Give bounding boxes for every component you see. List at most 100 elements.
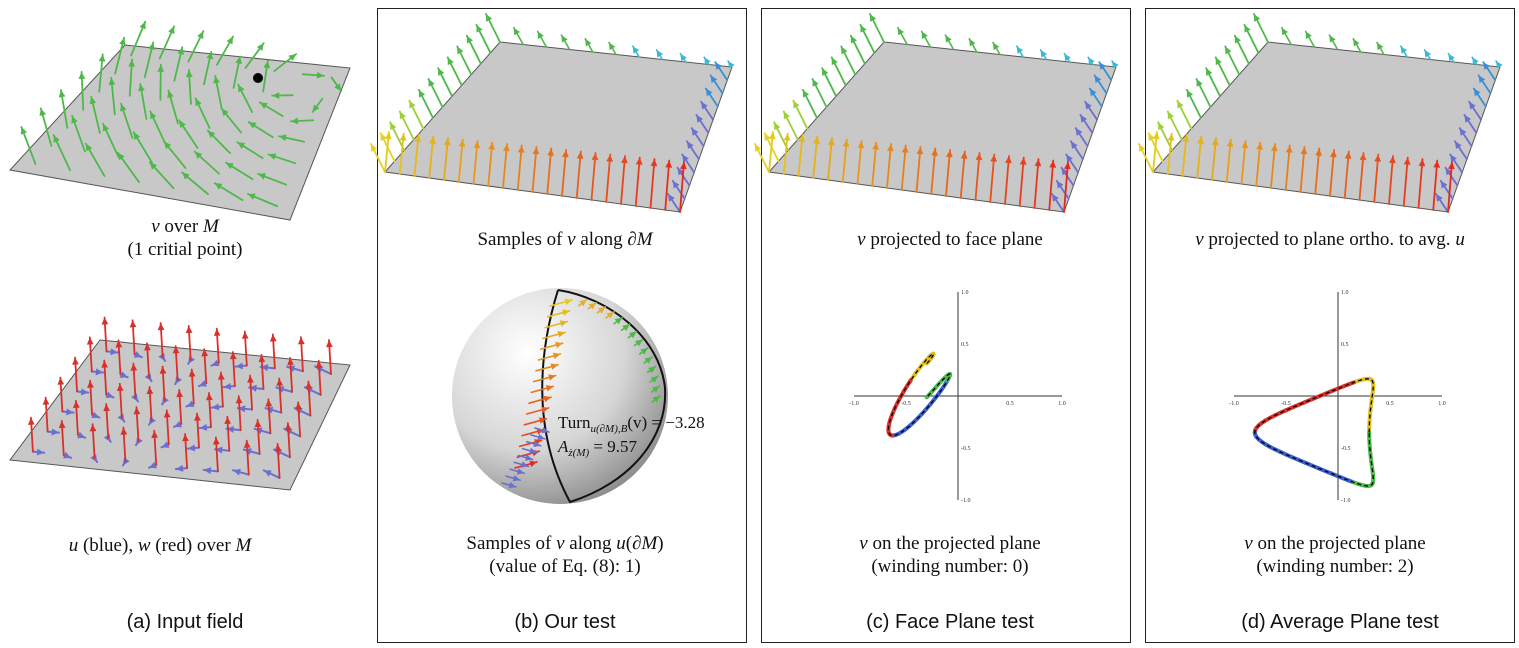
- vector-arrow: [174, 465, 189, 472]
- vector-arrow: [370, 143, 386, 173]
- vector-arrow: [244, 42, 265, 69]
- vector-arrow: [915, 146, 924, 193]
- vector-arrow: [827, 137, 835, 181]
- vector-arrow: [830, 56, 847, 87]
- vector-arrow: [210, 359, 220, 367]
- vector-arrow: [869, 13, 885, 43]
- caption-projected-plane-d: v on the projected plane (winding number…: [1244, 533, 1426, 577]
- vector-arrow: [1018, 156, 1027, 207]
- vector-arrow: [1181, 134, 1190, 177]
- vector-arrow: [149, 110, 166, 144]
- vector-arrow: [1033, 158, 1042, 209]
- vector-arrow: [1281, 26, 1292, 46]
- vector-arrow: [115, 339, 123, 376]
- vector-arrow: [237, 83, 254, 113]
- vector-arrow: [31, 448, 46, 456]
- vector-arrow: [276, 377, 284, 414]
- vector-arrow: [671, 179, 686, 200]
- vector-arrow: [531, 146, 540, 193]
- vector-arrow: [532, 374, 557, 383]
- caption-projected-plane-c: v on the projected plane (winding number…: [859, 533, 1041, 577]
- vector-arrow: [101, 359, 109, 396]
- vector-arrow: [608, 41, 617, 56]
- vector-arrow: [213, 182, 244, 202]
- vector-arrow: [241, 330, 249, 367]
- vector-arrow: [782, 132, 791, 175]
- vector-arrow: [427, 78, 444, 108]
- vector-arrow: [472, 140, 481, 185]
- vector-arrow: [945, 149, 953, 197]
- face-plane-arrows-figure: [754, 13, 1119, 213]
- vector-arrow: [42, 396, 50, 433]
- vector-arrow: [1447, 161, 1455, 213]
- vector-arrow: [900, 144, 909, 191]
- vector-arrow: [1454, 140, 1468, 161]
- vector-arrow: [262, 469, 281, 479]
- vector-arrow: [1471, 56, 1479, 66]
- vector-arrow: [130, 362, 138, 399]
- vector-arrow: [119, 371, 129, 379]
- vector-arrow: [539, 341, 564, 350]
- vector-arrow: [301, 71, 325, 79]
- plane-m: [384, 41, 733, 213]
- vector-arrow: [202, 467, 219, 475]
- vector-arrow: [638, 347, 649, 355]
- vector-arrow: [871, 141, 879, 187]
- vector-arrow: [613, 316, 623, 325]
- vector-arrow: [172, 420, 183, 428]
- plane-m: [768, 41, 1117, 213]
- vector-arrow: [143, 41, 155, 79]
- vector-arrow: [1224, 45, 1241, 76]
- vector-arrow: [930, 147, 939, 195]
- vector-arrow: [840, 45, 857, 76]
- vector-arrow: [172, 345, 180, 382]
- panel-average-plane-test: [1145, 8, 1515, 643]
- vector-arrow: [596, 306, 607, 314]
- y-tick-label: -0.5: [1341, 446, 1351, 452]
- vector-arrow: [1205, 67, 1221, 98]
- vector-arrow: [465, 34, 482, 65]
- vector-arrow: [525, 440, 542, 448]
- vector-arrow: [1435, 193, 1449, 213]
- vector-arrow: [1051, 193, 1065, 213]
- projected-curve: [1254, 378, 1374, 487]
- vector-arrow: [1055, 179, 1070, 200]
- vector-arrow: [212, 436, 220, 473]
- vector-arrow: [1186, 88, 1202, 119]
- vector-arrow: [646, 365, 657, 374]
- vector-arrow: [620, 323, 631, 332]
- vector-arrow: [181, 171, 209, 196]
- vector-arrow: [133, 351, 143, 359]
- vector-arrow: [886, 143, 894, 189]
- vector-arrow: [1243, 23, 1260, 54]
- vector-arrow: [1087, 56, 1095, 66]
- vector-arrow: [57, 376, 65, 413]
- vector-arrow: [194, 412, 201, 449]
- vector-arrow: [1074, 127, 1089, 147]
- vector-arrow: [72, 399, 80, 436]
- vector-arrow: [185, 324, 193, 361]
- x-tick-label: -1.0: [1229, 401, 1239, 407]
- vector-arrow: [446, 56, 463, 87]
- vector-field-u-w-figure: [9, 316, 351, 491]
- vector-arrow: [686, 140, 700, 161]
- vector-arrow: [681, 153, 696, 174]
- vector-arrow: [52, 134, 71, 171]
- vector-arrow: [1314, 147, 1323, 195]
- vector-arrow: [210, 403, 224, 411]
- vector-arrow: [206, 129, 231, 155]
- y-tick-label: -1.0: [961, 498, 971, 504]
- vector-arrow: [187, 30, 205, 63]
- vector-arrow: [269, 333, 277, 370]
- vector-arrow: [384, 131, 392, 173]
- vector-arrow: [194, 97, 211, 129]
- vector-arrow: [792, 99, 809, 130]
- critical-point: [253, 73, 263, 83]
- vector-arrow: [521, 447, 538, 454]
- vector-arrow: [1039, 49, 1048, 61]
- vector-arrow: [1477, 74, 1492, 95]
- x-tick-label: -0.5: [901, 401, 911, 407]
- vector-arrow: [144, 342, 151, 379]
- vector-arrow: [78, 70, 86, 111]
